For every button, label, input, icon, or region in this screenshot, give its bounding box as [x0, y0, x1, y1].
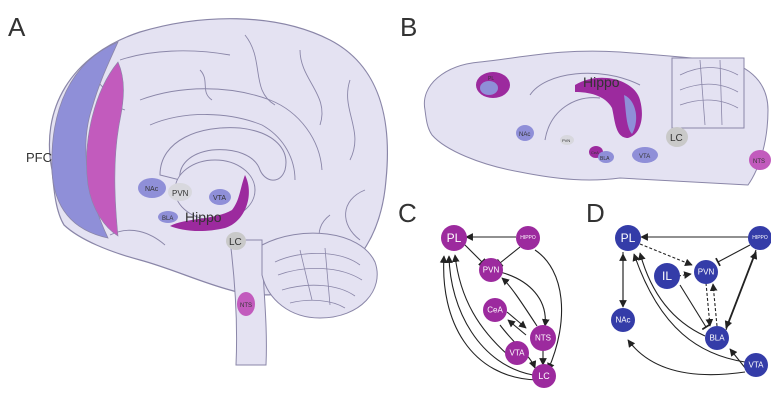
node-c-pvn: PVN [479, 258, 503, 282]
edge-d-vta-pl [634, 254, 745, 362]
panel-b-letter: B [400, 12, 417, 42]
node-c-hippo: HIPPO [516, 226, 540, 250]
svg-text:PVN: PVN [698, 268, 715, 277]
rodent-il-region [480, 81, 498, 95]
rodent-hippo-label: Hippo [583, 74, 620, 90]
panel-a-letter: A [8, 12, 26, 42]
node-c-vta: VTA [505, 341, 529, 365]
lc-label: LC [229, 237, 242, 248]
nts-label: NTS [240, 303, 252, 309]
nac-label: NAc [145, 186, 159, 193]
rodent-pl-label: PL [488, 76, 494, 82]
hippo-label: Hippo [185, 209, 222, 225]
edge-d-hippo-bla [726, 250, 756, 328]
edge-hippo-lc [535, 250, 562, 370]
rodent-lc-label: LC [670, 133, 683, 144]
edge-nts-cea [508, 320, 526, 335]
svg-text:HIPPO: HIPPO [752, 235, 768, 241]
rodent-pvn-label: PVN [562, 138, 570, 143]
bla-label: BLA [162, 216, 173, 222]
edge-cea-nts [507, 312, 526, 328]
svg-text:PL: PL [447, 231, 462, 245]
node-d-bla: BLA [705, 326, 729, 350]
edge-d-bla-pvn [713, 284, 717, 326]
svg-text:NTS: NTS [535, 334, 551, 343]
node-d-pl: PL [615, 225, 641, 251]
node-d-nac: NAc [611, 308, 635, 332]
svg-text:CeA: CeA [487, 306, 503, 315]
svg-text:VTA: VTA [510, 349, 526, 358]
rodent-cerebellum [672, 58, 744, 128]
svg-text:NAc: NAc [615, 316, 630, 325]
edge-d-bla-hippo [726, 252, 756, 330]
svg-text:HIPPO: HIPPO [520, 235, 536, 241]
node-c-cea: CeA [483, 298, 507, 322]
cerebellum [262, 233, 377, 318]
node-d-il: IL [654, 263, 680, 289]
pvn-label: PVN [172, 189, 189, 198]
svg-text:PVN: PVN [483, 266, 500, 275]
pfc-label: PFC [26, 150, 52, 165]
rodent-cea-label: CeA [591, 150, 599, 155]
rodent-nts-label: NTS [753, 159, 765, 165]
node-d-vta: VTA [744, 353, 768, 377]
edge-hippo-pvn [500, 247, 520, 263]
panel-d: D PL HIPPO IL [586, 198, 771, 377]
svg-text:LC: LC [538, 371, 550, 381]
rodent-vta-label: VTA [639, 154, 650, 160]
edge-d-vta-nac [628, 340, 745, 375]
vta-label: VTA [213, 195, 226, 202]
panel-a: A PFC [8, 12, 387, 365]
svg-text:BLA: BLA [709, 334, 725, 343]
edge-d-il-bla [680, 285, 706, 327]
edge-pvn-nts [500, 272, 545, 326]
rodent-bla-label: BLA [600, 156, 610, 162]
panel-d-edges [623, 237, 756, 375]
svg-text:IL: IL [662, 269, 672, 283]
svg-text:PL: PL [621, 231, 636, 245]
panel-d-letter: D [586, 198, 605, 228]
node-c-pl: PL [441, 225, 467, 251]
node-d-hippo: HIPPO [748, 226, 771, 250]
rodent-nac-label: NAc [519, 132, 530, 138]
node-d-pvn: PVN [694, 260, 718, 284]
node-c-nts: NTS [530, 325, 556, 351]
edge-d-hippo-pvn [718, 245, 750, 262]
svg-text:VTA: VTA [749, 361, 765, 370]
panel-c: C PL HIPPO PVN [398, 198, 562, 388]
edge-d-pvn-bla [706, 283, 710, 326]
edge-d-pl-pvn [640, 244, 692, 265]
edge-nts-pvn [502, 278, 537, 326]
panel-c-letter: C [398, 198, 417, 228]
node-c-lc: LC [532, 364, 556, 388]
edge-pl-pvn [464, 244, 482, 262]
panel-b: B PL Hippo NAc PVN CeA BLA VTA [400, 12, 771, 185]
